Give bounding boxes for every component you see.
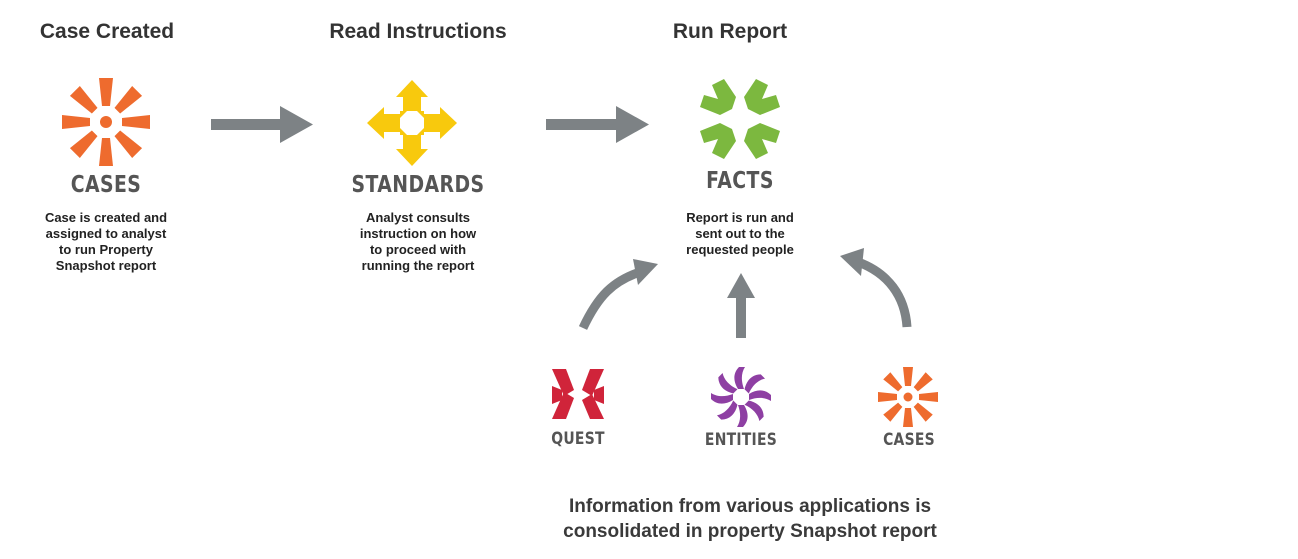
- app-name-standards: STANDARDS: [351, 172, 485, 198]
- stage-description-case-created: Case is created and assigned to analyst …: [44, 210, 168, 273]
- app-name-entities: ENTITIES: [704, 430, 778, 450]
- stage-title-run-report: Run Report: [672, 20, 788, 43]
- arrow-right-icon: [546, 106, 649, 143]
- entities-icon: [711, 367, 771, 427]
- arrow-right-icon: [211, 106, 313, 143]
- stage-description-run-report: Report is run and sent out to the reques…: [686, 210, 794, 257]
- curved-arrow-icon: [840, 248, 912, 328]
- stage-description-read-instructions: Analyst consults instruction on how to p…: [359, 210, 477, 273]
- arrow-up-icon: [727, 273, 755, 338]
- cases-icon: [62, 78, 150, 166]
- curved-arrow-icon: [578, 259, 658, 330]
- app-name-cases: CASES: [70, 172, 142, 198]
- app-name-cases-source: CASES: [883, 430, 935, 450]
- facts-icon: [700, 79, 780, 159]
- stage-title-read-instructions: Read Instructions: [329, 20, 507, 43]
- app-name-facts: FACTS: [706, 168, 774, 194]
- standards-icon: [367, 80, 457, 166]
- stage-title-case-created: Case Created: [39, 20, 175, 43]
- app-name-quest: QUEST: [551, 429, 605, 449]
- footer-caption: Information from various applications is…: [563, 496, 937, 542]
- cases-icon: [878, 367, 938, 427]
- quest-icon: [552, 369, 604, 419]
